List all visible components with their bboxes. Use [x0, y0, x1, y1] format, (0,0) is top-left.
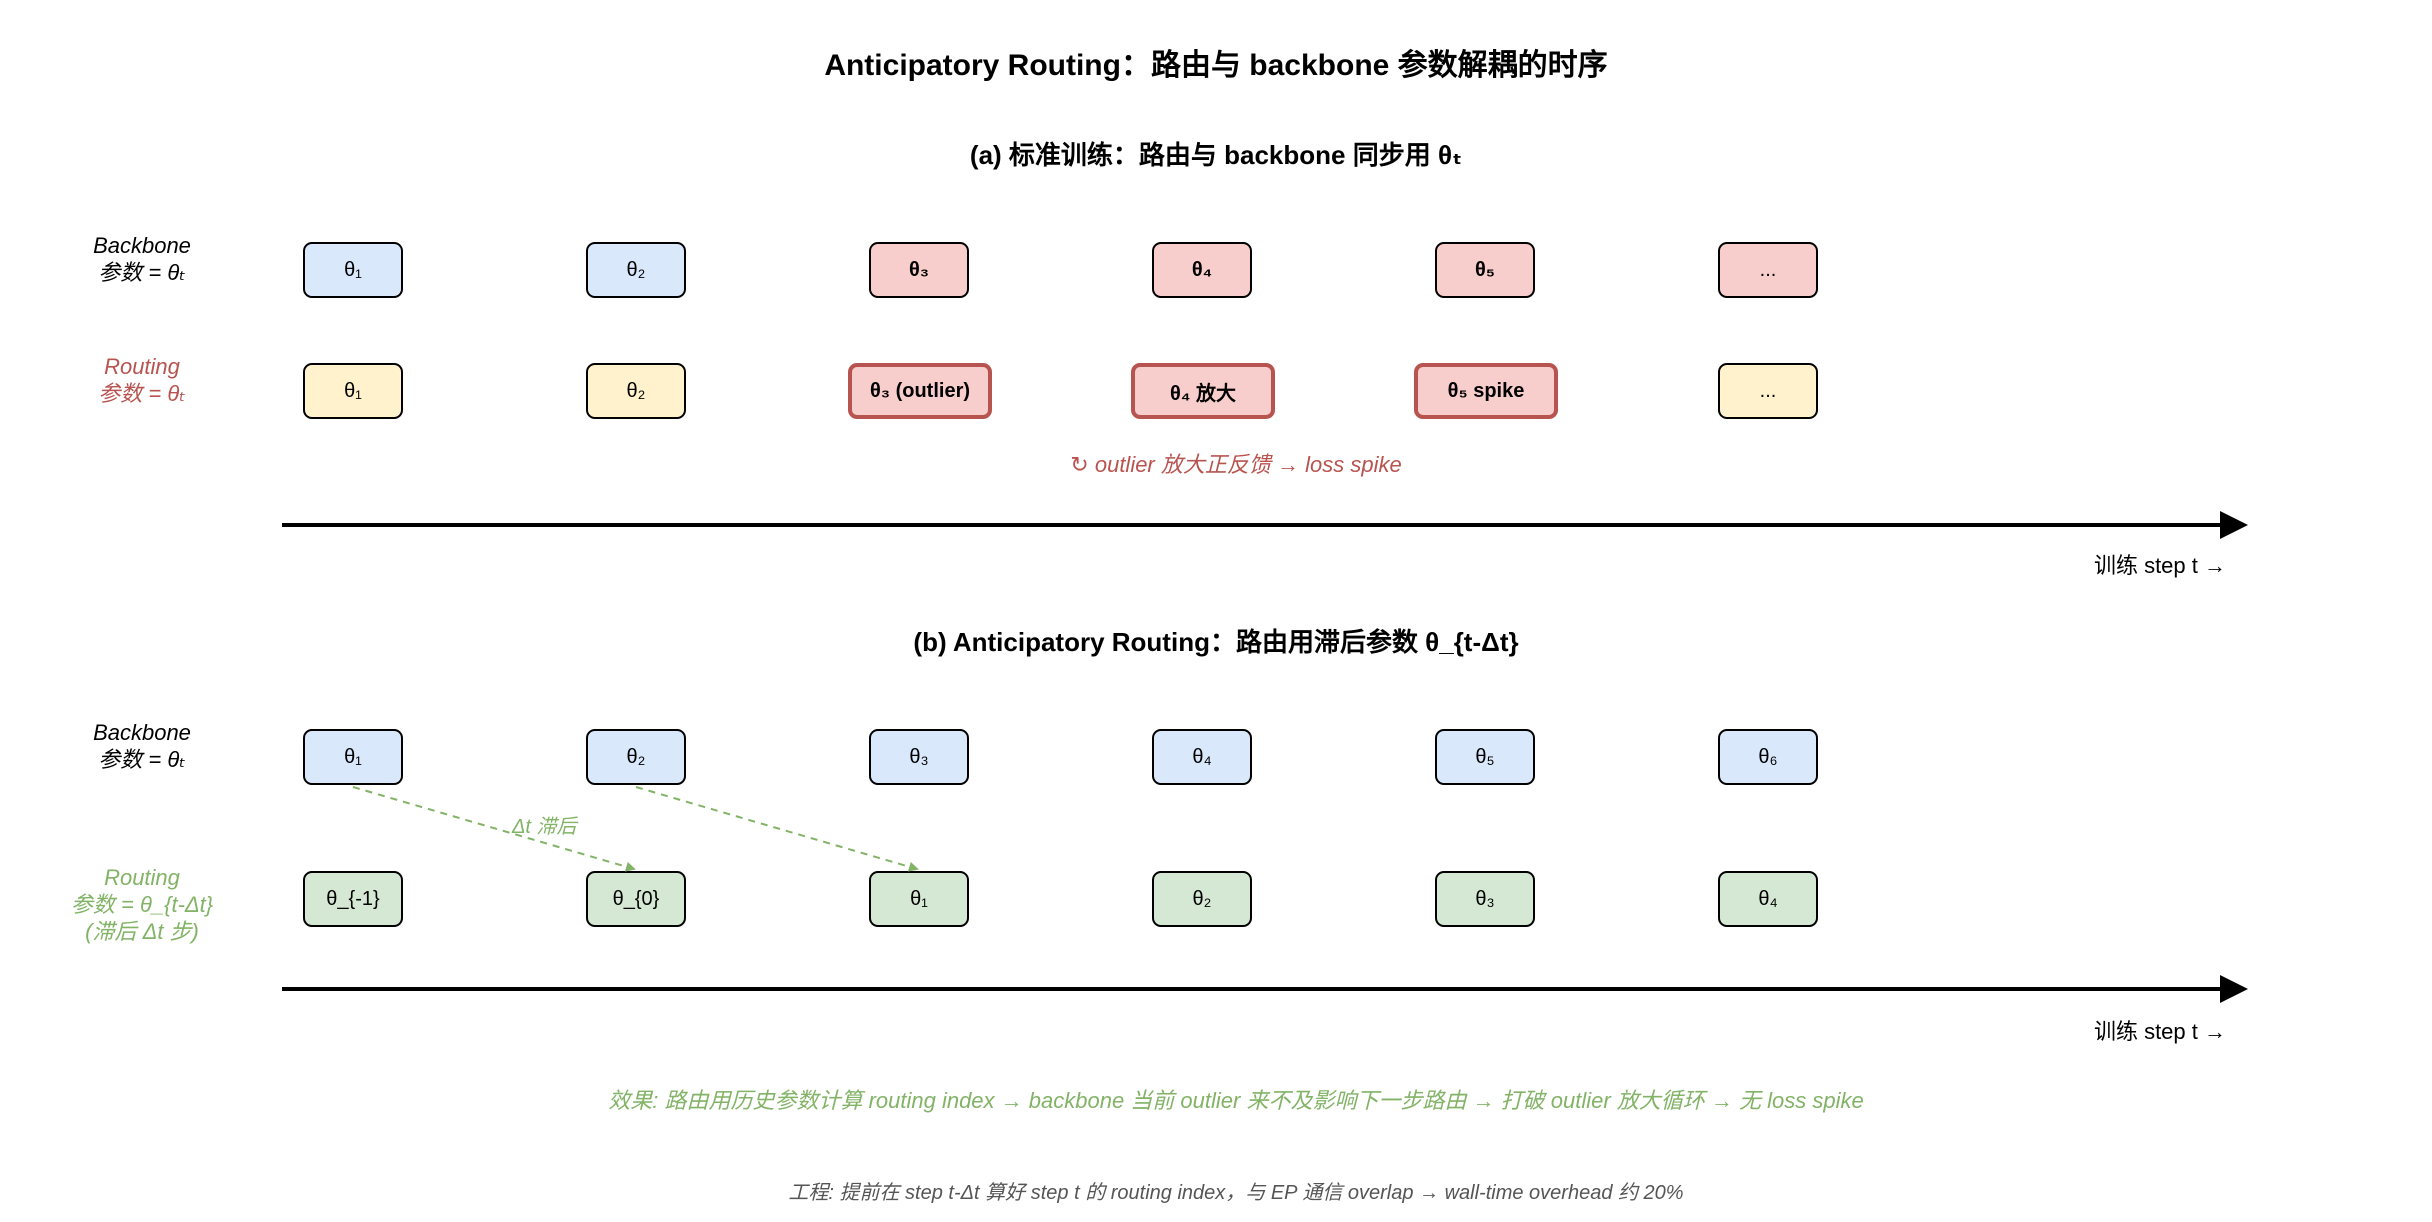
section-b-routing-label-line-1: Routing: [104, 865, 180, 890]
section-b-backbone-step-3: θ₃: [869, 729, 969, 785]
section-b-backbone-step-2: θ₂: [586, 729, 686, 785]
section-a-routing-label-line-1: Routing: [104, 354, 180, 379]
section-b-title: (b) Anticipatory Routing：路由用滞后参数 θ_{t-Δt…: [913, 627, 1519, 657]
diagram-title: Anticipatory Routing：路由与 backbone 参数解耦的时…: [824, 49, 1608, 82]
section-a-routing-step-more: ...: [1718, 363, 1818, 419]
section-b-backbone-step-5: θ₅: [1435, 729, 1535, 785]
section-a-backbone-step-1: θ₁: [303, 242, 403, 298]
section-a-backbone-label-line-1: Backbone: [93, 233, 191, 258]
section-b-backbone-step-6: θ₆: [1718, 729, 1818, 785]
section-a-backbone-step-2: θ₂: [586, 242, 686, 298]
effect-note: 效果: 路由用历史参数计算 routing index → backbone 当…: [608, 1088, 1864, 1113]
section-b-routing-label-line-2: 参数 = θ_{t-Δt}: [70, 892, 214, 917]
section-a-time-axis-arrowhead: [2220, 511, 2248, 539]
section-a-backbone-step-more: ...: [1718, 242, 1818, 298]
section-b-routing-step-6: θ₄: [1718, 871, 1818, 927]
section-b-routing-step-1: θ_{-1}: [303, 871, 403, 927]
lag-arrow-2: [635, 786, 919, 872]
lag-arrow-1: [352, 786, 636, 872]
section-a-backbone-step-5: θ₅: [1435, 242, 1535, 298]
section-a-routing-label-line-2: 参数 = θₜ: [98, 381, 186, 406]
section-a-routing-step-4-amplified: θ₄ 放大: [1131, 363, 1275, 419]
section-b-backbone-label-line-1: Backbone: [93, 720, 191, 745]
section-a-title: (a) 标准训练：路由与 backbone 同步用 θₜ: [969, 140, 1463, 170]
section-b-backbone-step-1: θ₁: [303, 729, 403, 785]
section-a-routing-step-1: θ₁: [303, 363, 403, 419]
section-a-routing-label: Routing 参数 = θₜ: [32, 353, 252, 407]
section-a-backbone-label-line-2: 参数 = θₜ: [98, 260, 186, 285]
engineering-note: 工程: 提前在 step t-Δt 算好 step t 的 routing in…: [788, 1182, 1684, 1204]
lag-label: Δt 滞后: [512, 816, 577, 838]
section-a-backbone-label: Backbone 参数 = θₜ: [32, 232, 252, 286]
section-a-axis-label: 训练 step t →: [2093, 553, 2226, 578]
section-b-routing-step-5: θ₃: [1435, 871, 1535, 927]
section-b-backbone-label-line-2: 参数 = θₜ: [98, 747, 186, 772]
section-b-routing-label-line-3: (滞后 Δt 步): [85, 919, 199, 944]
section-b-routing-step-2: θ_{0}: [586, 871, 686, 927]
section-a-routing-step-3-outlier: θ₃ (outlier): [848, 363, 992, 419]
section-b-routing-step-4: θ₂: [1152, 871, 1252, 927]
section-b-routing-step-3: θ₁: [869, 871, 969, 927]
section-a-backbone-step-4: θ₄: [1152, 242, 1252, 298]
section-b-backbone-step-4: θ₄: [1152, 729, 1252, 785]
section-b-backbone-label: Backbone 参数 = θₜ: [32, 719, 252, 773]
section-b-routing-label: Routing 参数 = θ_{t-Δt} (滞后 Δt 步): [32, 864, 252, 945]
section-b-axis-label: 训练 step t →: [2093, 1019, 2226, 1044]
section-b-time-axis: [282, 987, 2224, 991]
section-a-feedback-note: ↻ outlier 放大正反馈 → loss spike: [1070, 452, 1402, 477]
section-b-time-axis-arrowhead: [2220, 975, 2248, 1003]
section-a-routing-step-5-spike: θ₅ spike: [1414, 363, 1558, 419]
section-a-backbone-step-3: θ₃: [869, 242, 969, 298]
section-a-time-axis: [282, 523, 2224, 527]
section-a-routing-step-2: θ₂: [586, 363, 686, 419]
